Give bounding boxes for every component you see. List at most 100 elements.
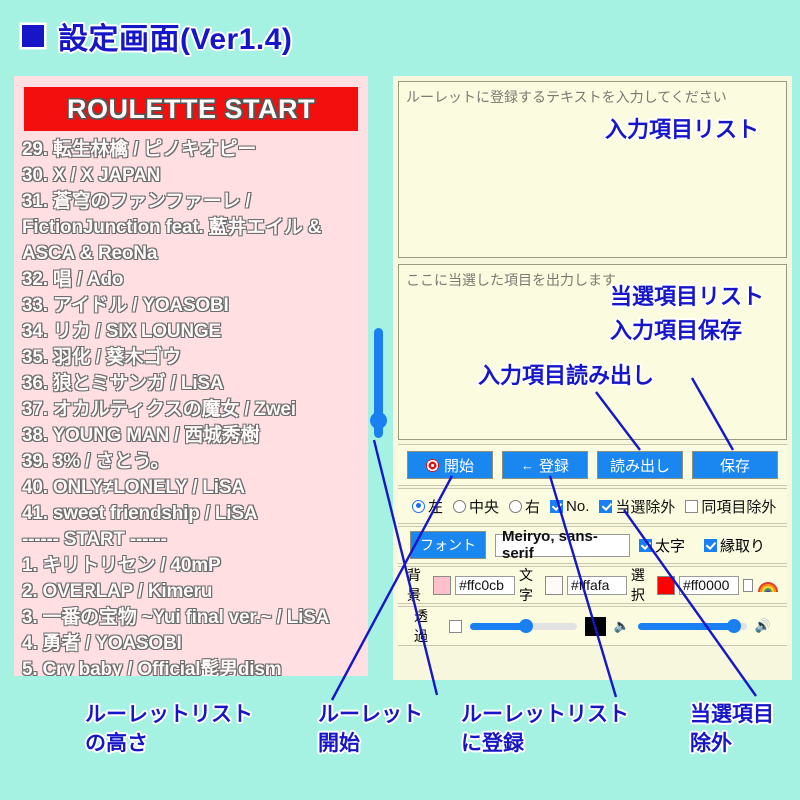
annotation-winner-list: 当選項目リスト xyxy=(610,284,765,309)
black-color-swatch[interactable] xyxy=(585,616,606,636)
roulette-items[interactable]: 29. 転生林檎 / ピノキオピー 30. X / X JAPAN 31. 蒼穹のフ… xyxy=(22,137,368,676)
action-button-row: 開始 ← 登録 読み出し 保存 xyxy=(398,444,787,486)
list-height-slider[interactable] xyxy=(369,324,387,444)
transparency-checkbox[interactable] xyxy=(449,619,462,633)
align-left-label: 左 xyxy=(428,498,444,516)
roulette-list-item[interactable]: 2. OVERLAP / Kimeru xyxy=(22,581,213,602)
text-color-swatch[interactable] xyxy=(544,575,564,595)
checkbox-number[interactable]: No. xyxy=(550,498,589,515)
volume-slider-fill xyxy=(637,622,734,630)
color-row: 背景 #ffc0cb 文字 #fffafa 選択 #ff0000 xyxy=(398,566,787,604)
annotation-exclude-line2: 除外 xyxy=(690,732,732,755)
load-button[interactable]: 読み出し xyxy=(597,451,683,479)
checkbox-number-label: No. xyxy=(566,497,590,515)
text-color-hex[interactable]: #fffafa xyxy=(567,575,627,595)
select-color-swatch[interactable] xyxy=(656,575,675,595)
rainbow-checkbox[interactable] xyxy=(742,578,754,592)
slider-row: 透過 🔈 🔊 xyxy=(398,606,787,646)
roulette-list-item[interactable]: 38. YOUNG MAN / 西城秀樹 xyxy=(22,425,260,446)
annotation-save-input: 入力項目保存 xyxy=(610,318,743,343)
checkbox-exclude-duplicate[interactable]: 同項目除外 xyxy=(685,496,776,517)
roulette-list-item[interactable]: 39. 3% / さとう。 xyxy=(22,451,170,472)
left-arrow-icon: ← xyxy=(520,457,534,473)
roulette-list-item[interactable]: 30. X / X JAPAN xyxy=(22,165,161,186)
align-center-label: 中央 xyxy=(469,498,500,516)
roulette-list-item[interactable]: 41. sweet friendship / LiSA xyxy=(22,503,258,524)
checkbox-unchecked-icon[interactable] xyxy=(685,499,699,513)
roulette-list-item[interactable]: 36. 狼とミサンガ / LiSA xyxy=(22,373,224,394)
roulette-list-item[interactable]: 37. オカルティクスの魔女 / Zwei xyxy=(22,399,296,420)
annotation-register-line1: ルーレットリスト xyxy=(461,703,629,726)
roulette-list-item[interactable]: 40. ONLY≠LONELY / LiSA xyxy=(22,477,245,498)
annotation-list-height-line2: の高さ xyxy=(85,732,148,755)
transparency-label: 透過 xyxy=(414,608,428,644)
checkbox-exclude-winner-label: 当選除外 xyxy=(615,498,676,516)
load-button-label: 読み出し xyxy=(609,457,670,475)
font-button[interactable]: フォント xyxy=(410,531,486,559)
transparency-slider[interactable] xyxy=(469,618,578,634)
input-textarea[interactable]: ルーレットに登録するテキストを入力してください xyxy=(398,81,787,258)
annotation-input-list: 入力項目リスト xyxy=(605,117,760,142)
checkbox-exclude-winner[interactable]: 当選除外 xyxy=(599,496,675,517)
roulette-list-item[interactable]: ------ START ------ xyxy=(22,529,167,550)
speaker-high-icon: 🔊 xyxy=(754,618,772,633)
align-right-label: 右 xyxy=(525,498,541,516)
checkbox-bold[interactable]: 太字 xyxy=(638,535,685,556)
roulette-list-item[interactable]: 1. キリトリセン / 40mP xyxy=(22,555,221,576)
select-color-hex[interactable]: #ff0000 xyxy=(678,575,739,595)
checkbox-checked-icon[interactable] xyxy=(550,499,564,513)
background-color-swatch[interactable] xyxy=(432,575,452,595)
annotation-register-line2: に登録 xyxy=(461,732,524,755)
radio-on-icon[interactable] xyxy=(412,499,425,513)
annotation-exclude-line1: 当選項目 xyxy=(690,703,774,726)
annotation-list-height-line1: ルーレットリスト xyxy=(85,703,253,726)
input-textarea-placeholder: ルーレットに登録するテキストを入力してください xyxy=(406,90,727,106)
output-textarea-placeholder: ここに当選した項目を出力します xyxy=(406,273,616,289)
roulette-list-item[interactable]: 34. リカ / SIX LOUNGE xyxy=(22,321,221,342)
volume-slider-thumb[interactable] xyxy=(726,619,741,633)
roulette-list-panel[interactable]: ROULETTE START 29. 転生林檎 / ピノキオピー 30. X / … xyxy=(14,76,368,676)
checkbox-checked-icon[interactable] xyxy=(599,499,613,513)
align-radio-center[interactable]: 中央 xyxy=(453,496,499,517)
align-radio-left[interactable]: 左 xyxy=(412,496,443,517)
checkbox-outline[interactable]: 縁取り xyxy=(703,535,765,556)
transparency-slider-thumb[interactable] xyxy=(518,619,533,633)
save-button-label: 保存 xyxy=(719,457,750,475)
page-title: 設定画面(Ver1.4) xyxy=(22,14,292,58)
roulette-list-item[interactable]: 31. 蒼穹のファンファーレ / FictionJunction feat. 藍… xyxy=(22,191,322,264)
checkbox-bold-label: 太字 xyxy=(654,537,685,555)
background-color-label: 背景 xyxy=(407,567,421,603)
roulette-list-item[interactable]: 33. アイドル / YOASOBI xyxy=(22,295,229,316)
square-marker-icon xyxy=(22,25,44,47)
list-height-slider-track[interactable] xyxy=(374,328,383,438)
roulette-list-item[interactable]: 4. 勇者 / YOASOBI xyxy=(22,633,182,654)
roulette-list-item[interactable]: 35. 羽化 / 葵木ゴウ xyxy=(22,347,181,368)
save-button[interactable]: 保存 xyxy=(692,451,778,479)
roulette-start-label: ROULETTE START xyxy=(67,93,315,124)
register-button[interactable]: ← 登録 xyxy=(502,451,588,479)
radio-off-icon[interactable] xyxy=(453,499,467,513)
checkbox-outline-label: 縁取り xyxy=(719,537,765,555)
register-button-label: 登録 xyxy=(538,457,569,475)
checkbox-checked-icon[interactable] xyxy=(703,538,717,552)
annotation-start-line1: ルーレット xyxy=(318,703,423,726)
checkbox-checked-icon[interactable] xyxy=(638,538,652,552)
select-color-label: 選択 xyxy=(630,567,645,603)
list-height-slider-thumb[interactable] xyxy=(370,411,387,429)
speaker-low-icon: 🔈 xyxy=(613,618,630,633)
roulette-list-item[interactable]: 5. Cry baby / Official髭男dism xyxy=(22,659,282,676)
roulette-list-item[interactable]: 3. 一番の宝物 ~Yui final ver.~ / LiSA xyxy=(22,607,330,628)
roulette-list-item[interactable]: 29. 転生林檎 / ピノキオピー xyxy=(22,139,257,160)
target-icon xyxy=(425,458,439,472)
roulette-list-item[interactable]: 32. 唱 / Ado xyxy=(22,269,124,290)
volume-slider[interactable] xyxy=(637,618,747,634)
start-button-label: 開始 xyxy=(443,457,474,475)
annotation-load-input: 入力項目読み出し xyxy=(478,363,655,388)
checkbox-exclude-duplicate-label: 同項目除外 xyxy=(701,498,777,516)
font-input[interactable]: Meiryo, sans-serif xyxy=(495,528,630,562)
transparency-slider-fill xyxy=(469,622,526,630)
align-radio-right[interactable]: 右 xyxy=(509,496,540,517)
radio-off-icon[interactable] xyxy=(509,499,523,513)
start-button[interactable]: 開始 xyxy=(407,451,493,479)
background-color-hex[interactable]: #ffc0cb xyxy=(455,575,515,595)
